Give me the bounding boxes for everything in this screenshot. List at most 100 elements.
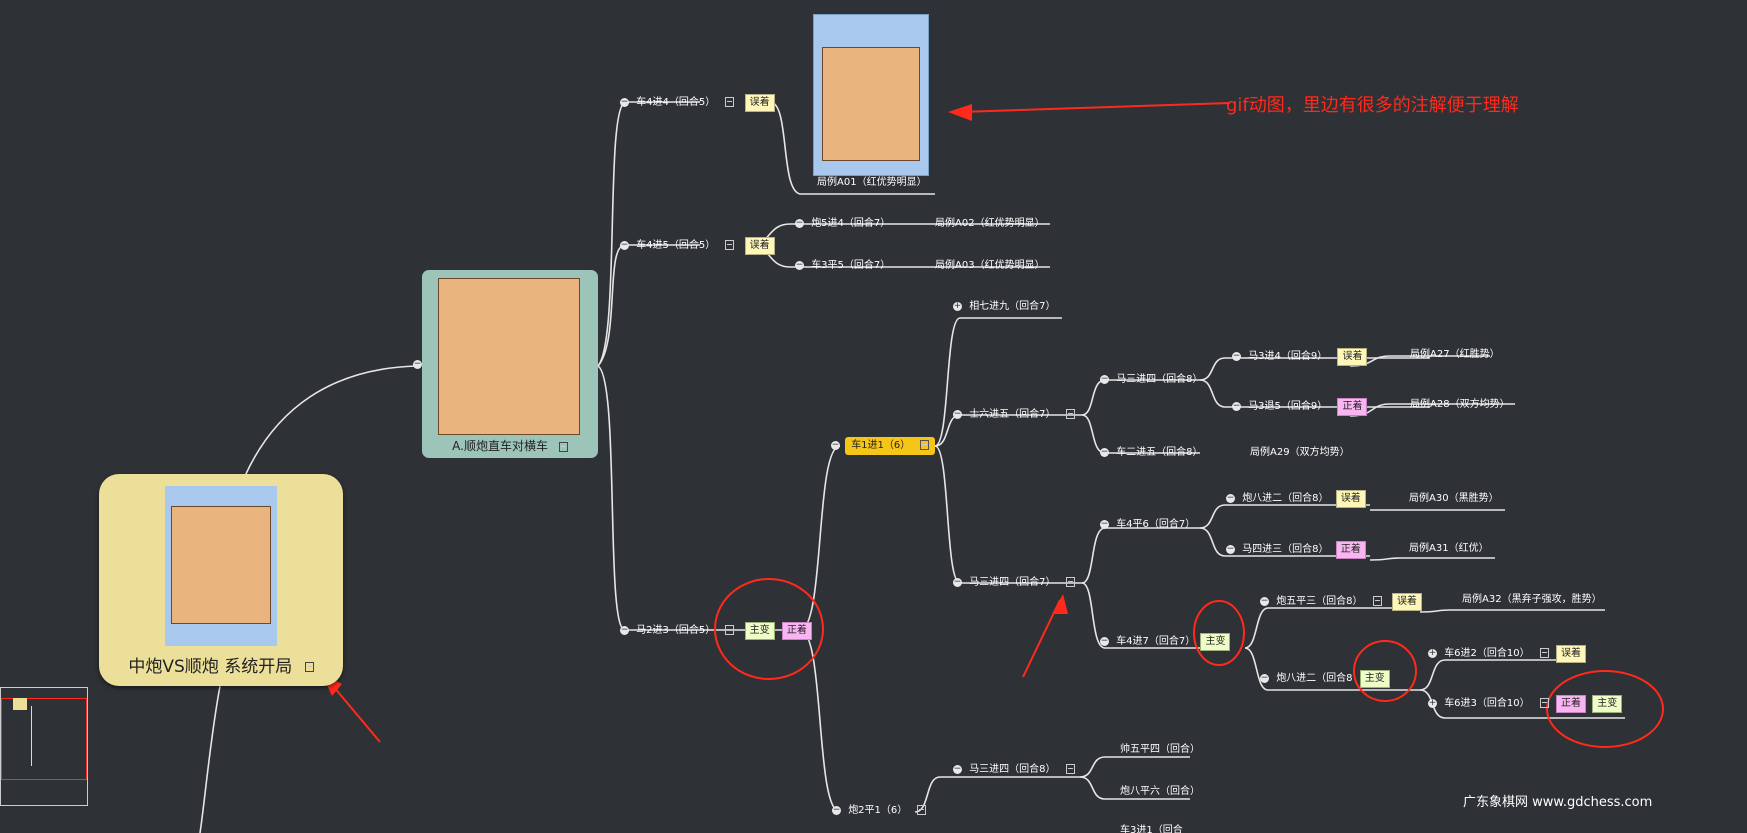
note-icon[interactable] xyxy=(304,662,314,672)
collapse-toggle[interactable]: − xyxy=(795,217,804,228)
gif-caption: 局例A01（红优势明显） xyxy=(817,177,927,188)
node-n1[interactable]: − 车4进4（回合5） 误着 xyxy=(620,94,775,112)
collapse-toggle[interactable]: − xyxy=(1100,635,1109,646)
tag-main: 主变 xyxy=(1200,633,1231,651)
note-icon[interactable] xyxy=(725,240,735,250)
node-n3[interactable]: − 马2进3（回合5） 主变 正着 xyxy=(620,622,812,640)
result-r6: 局例A30（黑胜势） xyxy=(1409,493,1499,504)
collapse-toggle[interactable]: − xyxy=(953,408,962,419)
node-n9[interactable]: − 马三进四（回合8） xyxy=(1100,373,1203,385)
collapse-toggle[interactable]: − xyxy=(620,96,629,107)
node-n12[interactable]: − 车二进五（回合8） xyxy=(1100,446,1203,458)
main-title-row: A.顺炮直车对横车 xyxy=(422,437,598,454)
collapse-toggle[interactable]: − xyxy=(1226,543,1235,554)
collapse-toggle[interactable]: − xyxy=(1100,373,1109,384)
collapse-toggle[interactable]: − xyxy=(413,359,422,369)
note-icon[interactable] xyxy=(1539,648,1549,658)
result-r7: 局例A31（红优） xyxy=(1409,543,1489,554)
note-icon[interactable] xyxy=(920,440,930,450)
node-n10[interactable]: − 马3进4（回合9） 误着 xyxy=(1232,348,1368,366)
expand-toggle[interactable]: + xyxy=(1428,647,1437,658)
collapse-toggle[interactable]: − xyxy=(953,763,962,774)
collapse-toggle[interactable]: − xyxy=(953,576,962,587)
node-n7[interactable]: − 车1进1（6） xyxy=(831,437,936,455)
node-n19[interactable]: − 炮八进二（回合8 主变 xyxy=(1260,670,1390,688)
note-icon[interactable] xyxy=(917,805,927,815)
root-title: 中炮VS顺炮 系统开局 xyxy=(128,657,293,677)
tag-main: 主变 xyxy=(1359,670,1390,688)
tag-wrong: 误着 xyxy=(744,237,775,255)
tag-main: 主变 xyxy=(744,622,775,640)
collapse-toggle[interactable]: − xyxy=(1232,350,1241,361)
result-r4: 局例A28（双方均势） xyxy=(1410,399,1510,410)
expand-toggle[interactable]: + xyxy=(1428,697,1437,708)
result-r2: 局例A03（红优势明显） xyxy=(935,260,1045,271)
note-icon[interactable] xyxy=(725,625,735,635)
result-r1: 局例A02（红优势明显） xyxy=(935,218,1045,229)
note-icon[interactable] xyxy=(1065,409,1075,419)
note-icon[interactable] xyxy=(558,441,568,452)
tag-wrong: 误着 xyxy=(1335,490,1366,508)
note-icon[interactable] xyxy=(1065,764,1075,774)
main-board-image xyxy=(438,278,580,435)
node-n21[interactable]: + 车6进3（回合10） 正着 主变 xyxy=(1428,695,1623,713)
collapse-toggle[interactable]: − xyxy=(1260,672,1269,683)
tag-wrong: 误着 xyxy=(1391,593,1422,611)
minimap[interactable] xyxy=(0,687,88,806)
collapse-toggle[interactable]: − xyxy=(620,624,629,635)
tag-right: 正着 xyxy=(1335,541,1366,559)
highlight-box: 车1进1（6） xyxy=(845,437,936,455)
note-icon[interactable] xyxy=(1539,698,1549,708)
node-n15[interactable]: − 炮八进二（回合8） 误着 xyxy=(1226,490,1366,508)
collapse-toggle[interactable]: − xyxy=(832,804,841,815)
node-n11[interactable]: − 马3退5（回合9） 正着 xyxy=(1232,398,1368,416)
expand-toggle[interactable]: + xyxy=(953,300,962,311)
collapse-toggle[interactable]: − xyxy=(1260,595,1269,606)
node-n23[interactable]: − 马三进四（回合8） xyxy=(953,763,1075,777)
minimap-root xyxy=(13,698,27,710)
collapse-toggle[interactable]: − xyxy=(831,439,840,450)
node-n16[interactable]: − 马四进三（回合8） 正着 xyxy=(1226,541,1366,559)
node-n14[interactable]: − 车4平6（回合7） xyxy=(1100,518,1196,530)
tag-right: 正着 xyxy=(1556,695,1587,713)
collapse-toggle[interactable]: − xyxy=(1100,446,1109,457)
gif-thumbnail[interactable] xyxy=(813,14,929,176)
main-node[interactable]: A.顺炮直车对横车 xyxy=(422,270,598,458)
note-icon[interactable] xyxy=(725,97,735,107)
collapse-toggle[interactable]: − xyxy=(1100,518,1109,529)
annotation-text: gif动图，里边有很多的注解便于理解 xyxy=(1226,95,1519,116)
node-n13[interactable]: − 马三进四（回合7） xyxy=(953,576,1075,590)
node-n25: 炮八平六（回合） xyxy=(1120,786,1200,797)
tag-main: 主变 xyxy=(1592,695,1623,713)
node-n26: 车3进1（回合 xyxy=(1120,825,1183,833)
node-n2[interactable]: − 车4进5（回合5） 误着 xyxy=(620,237,775,255)
node-n20[interactable]: + 车6进2（回合10） 误着 xyxy=(1428,645,1587,663)
node-n8[interactable]: − 士六进五（回合7） xyxy=(953,408,1075,422)
collapse-toggle[interactable]: − xyxy=(620,239,629,250)
note-icon[interactable] xyxy=(1065,577,1075,587)
collapse-toggle[interactable]: − xyxy=(1226,492,1235,503)
minimap-viewport[interactable] xyxy=(1,698,87,780)
node-n5[interactable]: − 车3平5（回合7） xyxy=(795,259,891,271)
node-n22[interactable]: − 炮2平1（6） xyxy=(832,804,927,818)
node-n24: 帅五平四（回合） xyxy=(1120,744,1200,755)
minimap-branches xyxy=(31,706,78,766)
node-n4[interactable]: − 炮5进4（回合7） xyxy=(795,217,891,229)
result-r5: 局例A29（双方均势） xyxy=(1250,447,1350,458)
collapse-toggle[interactable]: − xyxy=(1232,400,1241,411)
root-gif-thumbnail xyxy=(165,486,277,646)
node-n6[interactable]: + 相七进九（回合7） xyxy=(953,300,1056,312)
watermark: 广东象棋网 www.gdchess.com xyxy=(1463,795,1653,810)
note-icon[interactable] xyxy=(1372,596,1382,606)
node-n17[interactable]: − 车4进7（回合7） 主变 xyxy=(1100,633,1231,651)
tag-wrong: 误着 xyxy=(1337,348,1368,366)
tag-right: 正着 xyxy=(781,622,812,640)
node-n18[interactable]: − 炮五平三（回合8） 误着 xyxy=(1260,593,1422,611)
root-title-row: 中炮VS顺炮 系统开局 xyxy=(99,652,343,677)
tag-wrong: 误着 xyxy=(744,94,775,112)
result-r3: 局例A27（红胜势） xyxy=(1410,349,1500,360)
root-node[interactable]: 中炮VS顺炮 系统开局 xyxy=(99,474,343,686)
tag-wrong: 误着 xyxy=(1556,645,1587,663)
collapse-toggle[interactable]: − xyxy=(795,259,804,270)
